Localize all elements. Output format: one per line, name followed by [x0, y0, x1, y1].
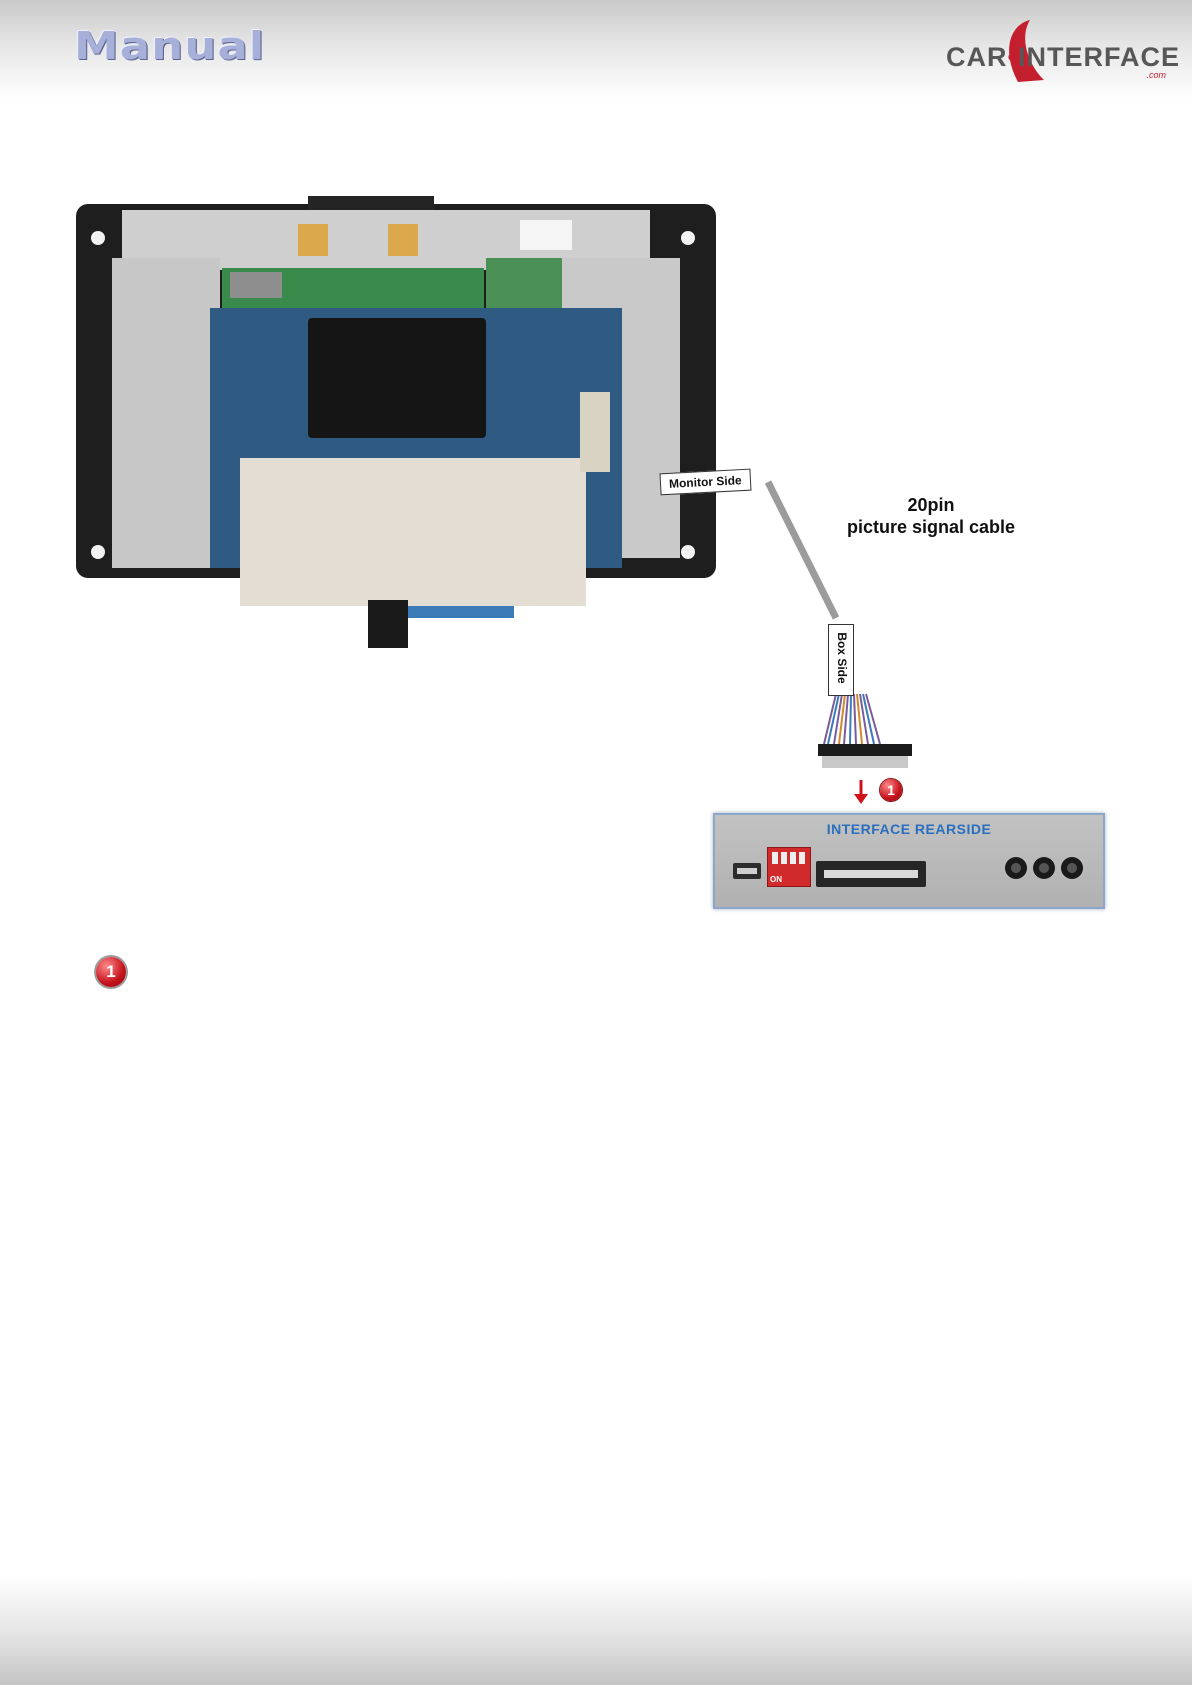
note-badge: 1	[96, 957, 126, 987]
box-side-label: Box Side	[835, 623, 849, 693]
audio-jack-icon	[1005, 857, 1027, 879]
dip-on-label: ON	[770, 875, 782, 884]
box-side-tag: Box Side	[828, 624, 854, 696]
cable-title: 20pin picture signal cable	[822, 494, 1040, 538]
step-badge: 1	[880, 779, 902, 801]
cable-title-line2: picture signal cable	[822, 516, 1040, 538]
panel-title: INTERFACE REARSIDE	[715, 821, 1103, 837]
cable-title-line1: 20pin	[822, 494, 1040, 516]
usb-port-icon	[733, 863, 761, 879]
dip-switch-icon: ON	[767, 847, 811, 887]
interface-rearside-panel: INTERFACE REARSIDE ON	[713, 813, 1105, 909]
audio-jack-icon	[1033, 857, 1055, 879]
lvds-connector-slot	[816, 861, 926, 887]
audio-jack-icon	[1061, 857, 1083, 879]
footer-bar	[0, 1575, 1192, 1685]
